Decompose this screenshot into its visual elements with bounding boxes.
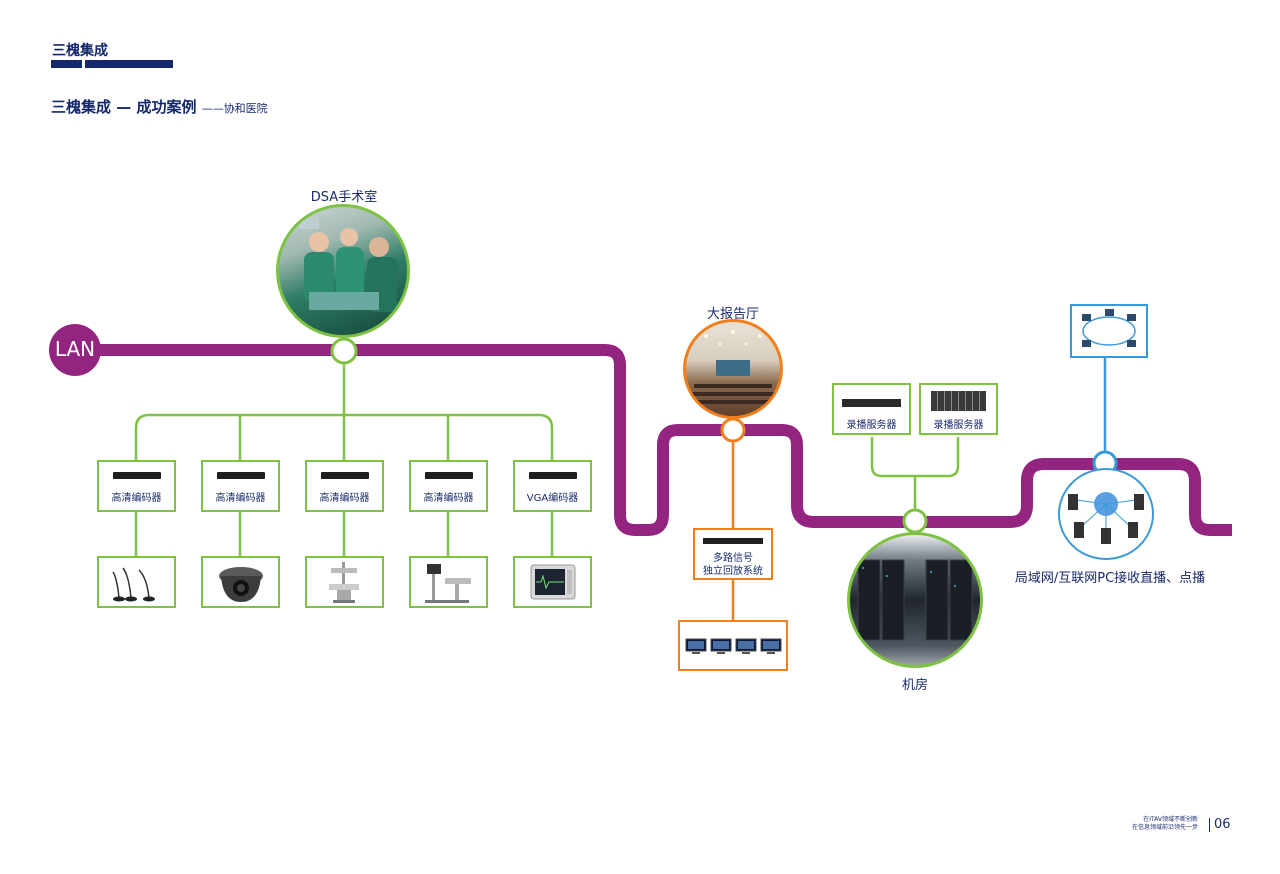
dsa-label: DSA手术室 [310,190,378,205]
server-icon [931,391,986,411]
lan-label: LAN [54,337,96,361]
encoder-box: 高清编码器 [97,460,176,512]
page-number: 06 [1214,817,1231,832]
surgical-light-icon [305,556,384,608]
brand-name: 三槐集成 [52,43,108,59]
monitors-icon [678,620,788,671]
dome-camera-icon [201,556,280,608]
server-icon [842,399,901,407]
machine-room-junction [902,508,928,534]
encoder-label: 高清编码器 [319,493,370,504]
playback-line1: 多路信号 [713,553,753,564]
network-topology-icon [1070,304,1148,358]
machine-room-label: 机房 [901,678,928,693]
encoder-box: VGA编码器 [513,460,592,512]
encoder-box: 高清编码器 [305,460,384,512]
page-separator [1209,818,1210,832]
dsa-tree [134,300,554,556]
title-main: 三槐集成 — 成功案例 [51,98,197,116]
encoder-device-icon [425,472,473,479]
encoder-box: 高清编码器 [409,460,488,512]
dsa-junction [330,337,358,365]
machine-room-photo [847,532,983,668]
encoder-device-icon [113,472,161,479]
network-photo [1058,468,1154,560]
footer-slogan: 在ITAV领域不断创新 在信息领域前沿领先一步 [1132,816,1198,832]
footer-line1: 在ITAV领域不断创新 [1143,816,1198,823]
server-tree [870,437,960,510]
brand-bar [85,60,173,68]
hall-label: 大报告厅 [706,307,759,322]
brand-bar [51,60,82,68]
patient-monitor-icon [513,556,592,608]
hall-photo [683,319,783,419]
encoder-label: 高清编码器 [423,493,474,504]
lan-circle [49,324,101,376]
encoder-device-icon [321,472,369,479]
playback-line2: 独立回放系统 [703,566,763,577]
encoder-box: 高清编码器 [201,460,280,512]
microphone-icon [97,556,176,608]
server-label: 录播服务器 [846,420,897,431]
encoder-label: 高清编码器 [111,493,162,504]
dsa-photo [276,204,410,338]
server-label: 录播服务器 [933,420,984,431]
playback-box: 多路信号 独立回放系统 [693,528,773,580]
encoder-label: 高清编码器 [215,493,266,504]
server-box: 录播服务器 [919,383,998,435]
hall-junction [720,417,746,443]
title-sub: ——协和医院 [201,102,268,115]
server-box: 录播服务器 [832,383,911,435]
lan-line [100,344,1232,536]
medical-workstation-icon [409,556,488,608]
playback-device-icon [703,538,763,544]
network-label: 局域网/互联网PC接收直播、点播 [1014,571,1206,586]
encoder-device-icon [217,472,265,479]
page-title: 三槐集成 — 成功案例 ——协和医院 [51,96,268,117]
encoder-label: VGA编码器 [526,493,579,504]
encoder-device-icon [529,472,577,479]
footer-line2: 在信息领域前沿领先一步 [1131,824,1198,831]
